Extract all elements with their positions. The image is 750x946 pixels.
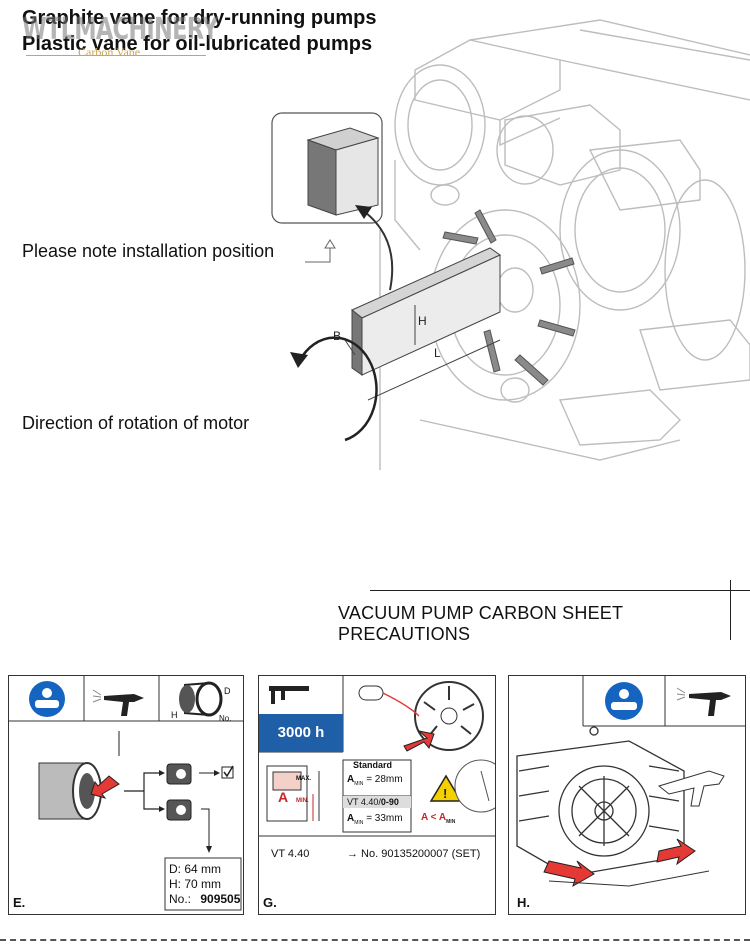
bottom-dashed-rule bbox=[0, 939, 750, 941]
warning-cmp-amin: A bbox=[438, 812, 447, 823]
section-title: VACUUM PUMP CARBON SHEET PRECAUTIONS bbox=[338, 603, 623, 644]
a-label-var: A bbox=[347, 813, 355, 824]
spec-no: No.: 909505 bbox=[169, 892, 240, 907]
rotation-arrow bbox=[298, 336, 378, 442]
variant-label: VT 4.40/0-90 bbox=[347, 797, 399, 807]
a-min-sub-var: MIN bbox=[354, 820, 364, 826]
checkbox-icon bbox=[221, 766, 234, 779]
panel-g-letter: G. bbox=[263, 895, 277, 910]
panel-h-letter: H. bbox=[517, 895, 530, 910]
dim-l-label: L bbox=[434, 346, 441, 360]
variant-name: VT 4.40/ bbox=[347, 797, 381, 807]
a-min-var-value: = 33mm bbox=[366, 813, 403, 824]
panel-e-art bbox=[9, 676, 243, 911]
panel-h-art bbox=[516, 676, 745, 888]
rotor-vanes bbox=[442, 209, 576, 386]
filter-cartridge-icon bbox=[179, 681, 223, 717]
part-number: → No. 90135200007 (SET) bbox=[347, 848, 481, 860]
watermark-logo: WTLMACHINERY bbox=[22, 12, 218, 47]
spec-no-label: No.: bbox=[169, 892, 192, 906]
safety-goggles-icon bbox=[29, 681, 65, 717]
rotation-note: Direction of rotation of motor bbox=[22, 413, 250, 433]
spec-h: H: 70 mm bbox=[169, 877, 222, 891]
pump-housing-lines bbox=[379, 19, 750, 470]
carbon-vane bbox=[351, 247, 502, 376]
air-gun-icon bbox=[676, 687, 731, 716]
spec-no-value: 909505 bbox=[200, 892, 241, 906]
install-note: Please note installation position bbox=[22, 241, 275, 261]
dim-b-label: B bbox=[333, 329, 341, 343]
panel-h: H. bbox=[508, 675, 746, 915]
max-label: MAX. bbox=[296, 776, 311, 782]
panel-e-letter: E. bbox=[13, 895, 26, 910]
warning-cmp-lt: < bbox=[430, 812, 437, 823]
warning-compare: A < AMIN bbox=[421, 812, 455, 825]
model-label: VT 4.40 bbox=[271, 848, 310, 860]
watermark-sub: Carbon Vane bbox=[78, 45, 141, 59]
svg-text:!: ! bbox=[443, 786, 447, 801]
hours-badge: 3000 h bbox=[277, 724, 325, 741]
dim-h: H bbox=[171, 710, 178, 720]
warning-cmp-a: A bbox=[421, 812, 428, 823]
vane-dimensions bbox=[344, 305, 501, 401]
safety-goggles-icon bbox=[605, 682, 643, 720]
a-label-std: A bbox=[347, 774, 355, 785]
spec-d: D: 64 mm bbox=[169, 862, 222, 876]
variant-bold: 0-90 bbox=[380, 797, 399, 807]
a-min-variant: AMIN = 33mm bbox=[347, 813, 403, 826]
pump-housing-h bbox=[516, 726, 685, 877]
vane-detail-inset bbox=[271, 112, 383, 224]
caliper-icon bbox=[269, 686, 309, 704]
standard-label: Standard bbox=[353, 760, 393, 770]
dim-no: No. bbox=[219, 714, 232, 723]
panel-g-art: A ! bbox=[259, 676, 495, 837]
min-label: MIN. bbox=[296, 798, 309, 804]
header-line-1: Graphite vane for dry-running pumps bbox=[22, 7, 377, 29]
section-rule bbox=[370, 590, 750, 591]
panel-g: A ! 3000 h MAX. MIN. Standard AMIN = 28m… bbox=[258, 675, 496, 915]
pump-diagram: B H L bbox=[271, 19, 750, 470]
section-rule-vertical bbox=[730, 580, 731, 640]
a-min-standard: AMIN = 28mm bbox=[347, 774, 403, 787]
warning-triangle-icon bbox=[429, 774, 463, 802]
dim-h-label: H bbox=[418, 314, 427, 328]
panel-e: D H No. D: 64 mm H: 70 mm No.: 909505 E. bbox=[8, 675, 244, 915]
watermark-rule bbox=[26, 55, 206, 56]
svg-text:A: A bbox=[278, 789, 288, 805]
a-min-sub-std: MIN bbox=[354, 781, 364, 787]
warning-cmp-sub: MIN bbox=[446, 819, 456, 825]
air-gun-icon bbox=[92, 689, 144, 716]
header-line-2: Plastic vane for oil-lubricated pumps bbox=[22, 33, 373, 55]
dim-d: D bbox=[224, 686, 231, 696]
a-min-std-value: = 28mm bbox=[366, 774, 403, 785]
